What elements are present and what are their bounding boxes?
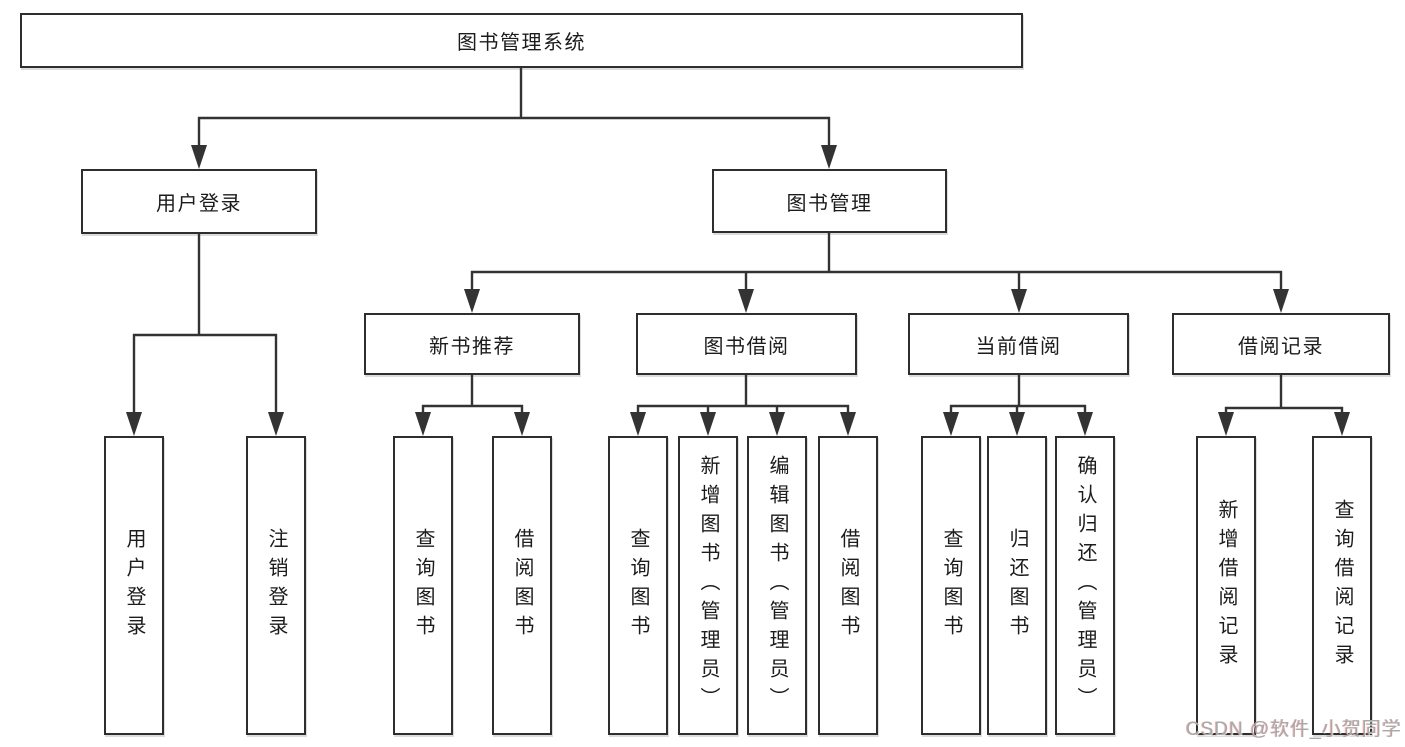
leaf-current-return: 归还图书 [987, 436, 1047, 735]
connector-user-login-branch [126, 234, 284, 436]
node-new-book-recommend-label: 新书推荐 [429, 335, 515, 358]
node-book-borrow-label: 图书借阅 [703, 335, 790, 358]
leaf-logout-label: 注销登录 [265, 527, 287, 644]
leaf-borrow-edit-admin-label: 编辑图书（管理员） [766, 455, 788, 716]
leaf-current-confirm-admin-label: 确认归还（管理员） [1074, 455, 1096, 716]
leaf-current-query: 查询图书 [921, 436, 981, 735]
node-borrow-records-label: 借阅记录 [1238, 335, 1324, 358]
node-book-borrow: 图书借阅 [636, 313, 857, 375]
connector-book-mgmt-to-level3 [464, 233, 1289, 313]
leaf-logout: 注销登录 [246, 436, 306, 735]
node-book-management-label: 图书管理 [786, 192, 873, 215]
leaf-record-query-label: 查询借阅记录 [1331, 498, 1353, 673]
leaf-record-query: 查询借阅记录 [1312, 436, 1372, 735]
leaf-current-return-label: 归还图书 [1006, 527, 1028, 644]
leaf-current-query-label: 查询图书 [940, 527, 962, 644]
leaf-borrow-add-admin-label: 新增图书（管理员） [697, 455, 719, 716]
node-current-borrow-label: 当前借阅 [975, 335, 1062, 358]
leaf-record-add-label: 新增借阅记录 [1215, 498, 1237, 673]
leaf-borrow-book-label: 借阅图书 [837, 527, 859, 644]
leaf-borrow-add-admin: 新增图书（管理员） [678, 436, 738, 735]
leaf-newbook-borrow-label: 借阅图书 [511, 527, 533, 644]
node-book-management: 图书管理 [712, 169, 947, 233]
connector-current-borrow-branch [943, 375, 1093, 436]
node-root-system-label: 图书管理系统 [457, 32, 586, 54]
leaf-current-confirm-admin: 确认归还（管理员） [1055, 436, 1115, 735]
node-root-system: 图书管理系统 [20, 13, 1023, 68]
node-new-book-recommend: 新书推荐 [364, 313, 580, 375]
node-user-login: 用户登录 [81, 169, 317, 234]
connector-book-borrow-branch [630, 375, 856, 436]
node-user-login-label: 用户登录 [156, 193, 242, 215]
leaf-borrow-query-label: 查询图书 [627, 527, 649, 644]
connector-root-to-level2 [191, 68, 837, 169]
leaf-newbook-query-label: 查询图书 [412, 527, 434, 644]
node-current-borrow: 当前借阅 [908, 313, 1129, 375]
connector-new-book-branch [415, 375, 530, 436]
leaf-borrow-edit-admin: 编辑图书（管理员） [747, 436, 807, 735]
leaf-record-add: 新增借阅记录 [1196, 436, 1256, 735]
leaf-borrow-query: 查询图书 [608, 436, 668, 735]
leaf-newbook-query: 查询图书 [393, 436, 453, 735]
leaf-newbook-borrow: 借阅图书 [492, 436, 552, 735]
node-borrow-records: 借阅记录 [1172, 313, 1390, 375]
csdn-watermark: CSDN @软件_小贺同学 [1186, 719, 1402, 740]
leaf-borrow-book: 借阅图书 [818, 436, 878, 735]
leaf-user-login: 用户登录 [104, 436, 164, 735]
connector-borrow-records-branch [1218, 375, 1350, 436]
leaf-user-login-label: 用户登录 [123, 527, 145, 644]
